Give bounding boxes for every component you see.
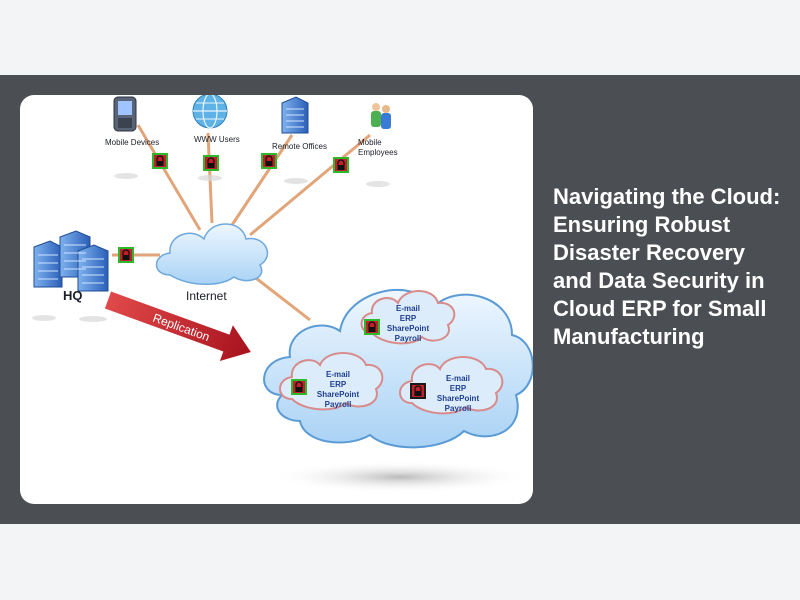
- service-erp-label: ERP: [400, 314, 417, 323]
- internet-cloud-icon: [155, 223, 269, 285]
- employees-label: Employees: [358, 148, 398, 157]
- lock-icon: [152, 153, 168, 169]
- network-diagram: Mobile Devices WWW Users Remote Offices: [32, 95, 533, 493]
- hq-label: HQ: [63, 288, 83, 303]
- connection-lines: [112, 124, 371, 322]
- service-email-label: E-mail: [396, 304, 420, 313]
- internet-label: Internet: [186, 289, 227, 303]
- remote-offices-label: Remote Offices: [272, 142, 327, 151]
- service-erp-label: ERP: [450, 384, 467, 393]
- service-email-label: E-mail: [326, 370, 350, 379]
- lock-icons: [118, 153, 349, 263]
- service-email-label: E-mail: [446, 374, 470, 383]
- service-sharepoint-label: SharePoint: [387, 324, 430, 333]
- replication-arrow: [104, 291, 251, 361]
- hq-buildings-icon: [33, 230, 109, 292]
- lock-icon: [333, 157, 349, 173]
- lock-icon: [291, 379, 307, 395]
- lock-icon: [118, 247, 134, 263]
- www-users-label: WWW Users: [194, 135, 240, 144]
- diagram-card: Mobile Devices WWW Users Remote Offices: [20, 95, 533, 504]
- mobile-device-icon: [113, 96, 137, 132]
- lock-icon: [410, 383, 426, 399]
- mobile-devices-label: Mobile Devices: [105, 138, 159, 147]
- service-lock-icons: [291, 319, 426, 399]
- service-payroll-label: Payroll: [395, 334, 422, 343]
- service-cloud-right: [399, 356, 504, 415]
- device-shadows: [32, 173, 390, 322]
- service-payroll-label: Payroll: [445, 404, 472, 413]
- remote-office-icon: [281, 96, 309, 134]
- service-sharepoint-label: SharePoint: [317, 390, 360, 399]
- globe-icon: [192, 95, 228, 129]
- service-erp-label: ERP: [330, 380, 347, 389]
- cloud-shadow: [270, 461, 530, 493]
- lock-icon: [261, 153, 277, 169]
- service-payroll-label: Payroll: [325, 400, 352, 409]
- people-icon: [371, 103, 391, 129]
- article-headline: Navigating the Cloud: Ensuring Robust Di…: [553, 184, 781, 349]
- mobile-label: Mobile: [358, 138, 382, 147]
- service-cloud-left: [279, 352, 384, 411]
- lock-icon: [203, 155, 219, 171]
- service-sharepoint-label: SharePoint: [437, 394, 480, 403]
- lock-icon: [364, 319, 380, 335]
- service-cloud-top: [360, 290, 456, 345]
